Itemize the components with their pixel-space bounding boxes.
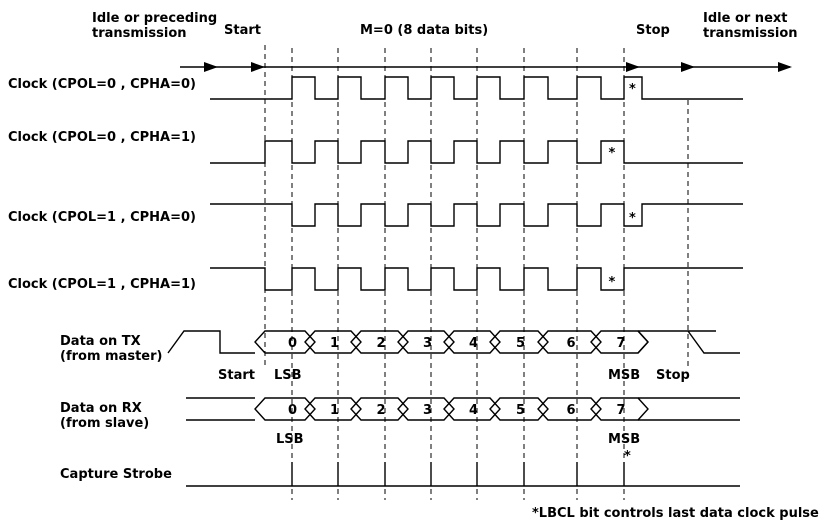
tx-bit-label-7: 7: [617, 336, 626, 351]
stop-phase-label: Stop: [636, 23, 670, 38]
rx-bit-cell-7: [590, 397, 649, 421]
rx-bit-label-5: 5: [516, 403, 525, 418]
idle-after-label-line1: Idle or next: [703, 11, 787, 26]
tx-bit-cell-6: [537, 330, 602, 354]
clock-label-0: Clock (CPOL=0 , CPHA=0): [8, 77, 196, 92]
rx-bit-label-0: 0: [288, 403, 297, 418]
tx-start-label: Start: [218, 368, 255, 383]
tx-bit-cell-3: [397, 330, 455, 354]
clock-label-2: Clock (CPOL=1 , CPHA=0): [8, 210, 196, 225]
clock-waveform-2: [210, 203, 743, 227]
idle-before-label-line1: Idle or preceding: [92, 11, 217, 26]
tx-bit-label-4: 4: [469, 336, 478, 351]
tx-bit-label-1: 1: [330, 336, 339, 351]
clock-waveform-0: [210, 76, 743, 100]
arrow-head-end: [778, 62, 792, 72]
start-phase-label: Start: [224, 23, 261, 38]
tx-bit-label-2: 2: [377, 336, 386, 351]
rx-bit-cell-5: [489, 397, 549, 421]
tx-bit-label-6: 6: [567, 336, 576, 351]
tx-label-line2: (from master): [60, 349, 162, 364]
rx-msb-label: MSB: [608, 432, 640, 447]
rx-bit-cell-1: [304, 397, 362, 421]
rx-bit-label-1: 1: [330, 403, 339, 418]
phase-arrow-line: [180, 62, 792, 72]
rx-bit-label-3: 3: [423, 403, 432, 418]
rx-msb-asterisk: *: [624, 449, 631, 464]
rx-bit-label-4: 4: [469, 403, 478, 418]
rx-bit-label-6: 6: [567, 403, 576, 418]
tx-bit-cell-1: [304, 330, 362, 354]
last-pulse-asterisk-1: *: [609, 146, 616, 161]
rx-bit-label-7: 7: [617, 403, 626, 418]
rx-idle-end-segment: [638, 397, 740, 421]
rx-data-bus: 0 1 2 3 4 5 6 7: [186, 397, 740, 421]
last-pulse-asterisk-2: *: [629, 211, 636, 226]
tx-bit-cell-4: [443, 330, 501, 354]
capture-strobe-signal: [186, 462, 740, 487]
rx-bit-cell-2: [350, 397, 409, 421]
rx-bit-cell-3: [397, 397, 455, 421]
clock-waveform-1: [210, 140, 743, 164]
rx-bit-cell-6: [537, 397, 602, 421]
tx-bit-label-0: 0: [288, 336, 297, 351]
tx-bit-cell-2: [350, 330, 409, 354]
tx-bit-label-5: 5: [516, 336, 525, 351]
clock-waveform-3: [210, 267, 743, 291]
arrow-head-start: [204, 62, 218, 72]
tx-start-segment: [167, 330, 255, 354]
tx-msb-label: MSB: [608, 368, 640, 383]
clock-waveforms: * * * *: [210, 76, 743, 291]
footnote: *LBCL bit controls last data clock pulse: [532, 506, 819, 521]
data-bits-label: M=0 (8 data bits): [360, 23, 488, 38]
arrow-head-stop: [626, 62, 640, 72]
rx-bit-cell-0: [254, 397, 316, 421]
rx-bit-label-2: 2: [377, 403, 386, 418]
idle-before-label-line2: transmission: [92, 26, 187, 41]
tx-lsb-label: LSB: [274, 368, 302, 383]
tx-data-bus: 0 1 2 3 4 5 6 7: [167, 330, 740, 354]
tx-bit-cell-0: [254, 330, 316, 354]
rx-lsb-label: LSB: [276, 432, 304, 447]
rx-bit-cell-4: [443, 397, 501, 421]
capture-strobe-label: Capture Strobe: [60, 467, 172, 482]
rx-label-line2: (from slave): [60, 416, 149, 431]
rx-idle-segment: [186, 397, 255, 421]
tx-bit-label-3: 3: [423, 336, 432, 351]
tx-stop-label: Stop: [656, 368, 690, 383]
last-pulse-asterisk-3: *: [609, 275, 616, 290]
tx-label-line1: Data on TX: [60, 334, 141, 349]
arrow-head-data: [251, 62, 265, 72]
rx-label-line1: Data on RX: [60, 401, 142, 416]
clock-label-1: Clock (CPOL=0 , CPHA=1): [8, 130, 196, 145]
clock-label-3: Clock (CPOL=1 , CPHA=1): [8, 277, 196, 292]
tx-bit-cell-5: [489, 330, 549, 354]
idle-after-label-line2: transmission: [703, 26, 798, 41]
arrow-head-idle: [681, 62, 695, 72]
last-pulse-asterisk-0: *: [629, 82, 636, 97]
tx-stop-segment: [637, 330, 740, 354]
